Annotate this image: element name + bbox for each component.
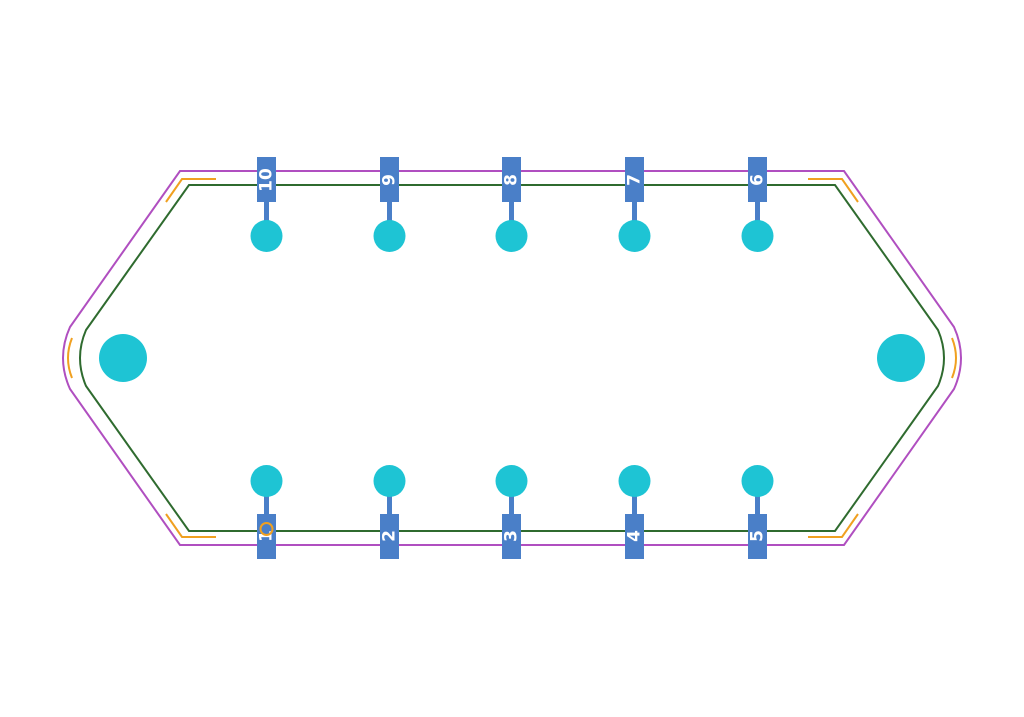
smd-pad — [257, 157, 276, 202]
pad-trace — [632, 198, 637, 222]
pad-trace — [264, 198, 269, 222]
pin-number-label: 2 — [380, 530, 400, 542]
smd-pad — [380, 514, 399, 559]
via-pad — [250, 465, 283, 497]
pin1-marker — [259, 522, 274, 536]
pin-number-label: 10 — [257, 168, 277, 192]
via-pad — [373, 465, 406, 497]
via-pad — [741, 465, 774, 497]
silk-arc-right — [951, 337, 957, 379]
pad-pin-8: 8 — [495, 157, 528, 252]
pad-trace — [387, 198, 392, 222]
mounting-hole-right — [877, 334, 925, 382]
pin-number-label: 9 — [380, 174, 400, 186]
pad-trace — [632, 494, 637, 518]
pin-number-label: 8 — [502, 174, 522, 186]
silk-corner-bottom-left — [165, 513, 216, 538]
pad-trace — [509, 494, 514, 518]
via-pad — [741, 220, 774, 252]
pad-pin-10: 10 — [250, 157, 283, 252]
silk-corner-bottom-right — [808, 513, 859, 538]
pad-pin-1: 1 — [250, 465, 283, 559]
pad-pin-5: 5 — [741, 465, 774, 559]
smd-pad — [502, 514, 521, 559]
pad-pin-7: 7 — [618, 157, 651, 252]
smd-pad — [748, 157, 767, 202]
pad-pin-3: 3 — [495, 465, 528, 559]
silk-arc-left — [67, 337, 73, 379]
pad-pin-4: 4 — [618, 465, 651, 559]
pad-trace — [755, 494, 760, 518]
pin-number-label: 3 — [502, 530, 522, 542]
smd-pad — [625, 514, 644, 559]
pad-pin-9: 9 — [373, 157, 406, 252]
pin-number-label: 7 — [625, 174, 645, 186]
top-row-pads: 10 9 8 7 6 — [250, 157, 774, 252]
silk-corner-top-right — [808, 178, 859, 203]
pad-pin-2: 2 — [373, 465, 406, 559]
smd-pad — [380, 157, 399, 202]
bottom-row-pads: 1 2 3 4 5 — [250, 465, 774, 559]
via-pad — [618, 465, 651, 497]
pin-number-label: 5 — [748, 530, 768, 542]
via-pad — [495, 220, 528, 252]
pad-trace — [755, 198, 760, 222]
pad-trace — [387, 494, 392, 518]
via-pad — [618, 220, 651, 252]
pad-pin-6: 6 — [741, 157, 774, 252]
silkscreen-marks — [67, 178, 957, 538]
smd-pad — [625, 157, 644, 202]
pad-trace — [264, 494, 269, 518]
smd-pad — [748, 514, 767, 559]
pad-trace — [509, 198, 514, 222]
courtyard-outline — [62, 170, 962, 546]
via-pad — [250, 220, 283, 252]
mounting-hole-left — [99, 334, 147, 382]
silk-corner-top-left — [165, 178, 216, 203]
fab-outline — [79, 184, 945, 532]
via-pad — [373, 220, 406, 252]
pin-number-label: 4 — [625, 530, 645, 542]
smd-pad — [502, 157, 521, 202]
pin-number-label: 6 — [748, 174, 768, 186]
via-pad — [495, 465, 528, 497]
